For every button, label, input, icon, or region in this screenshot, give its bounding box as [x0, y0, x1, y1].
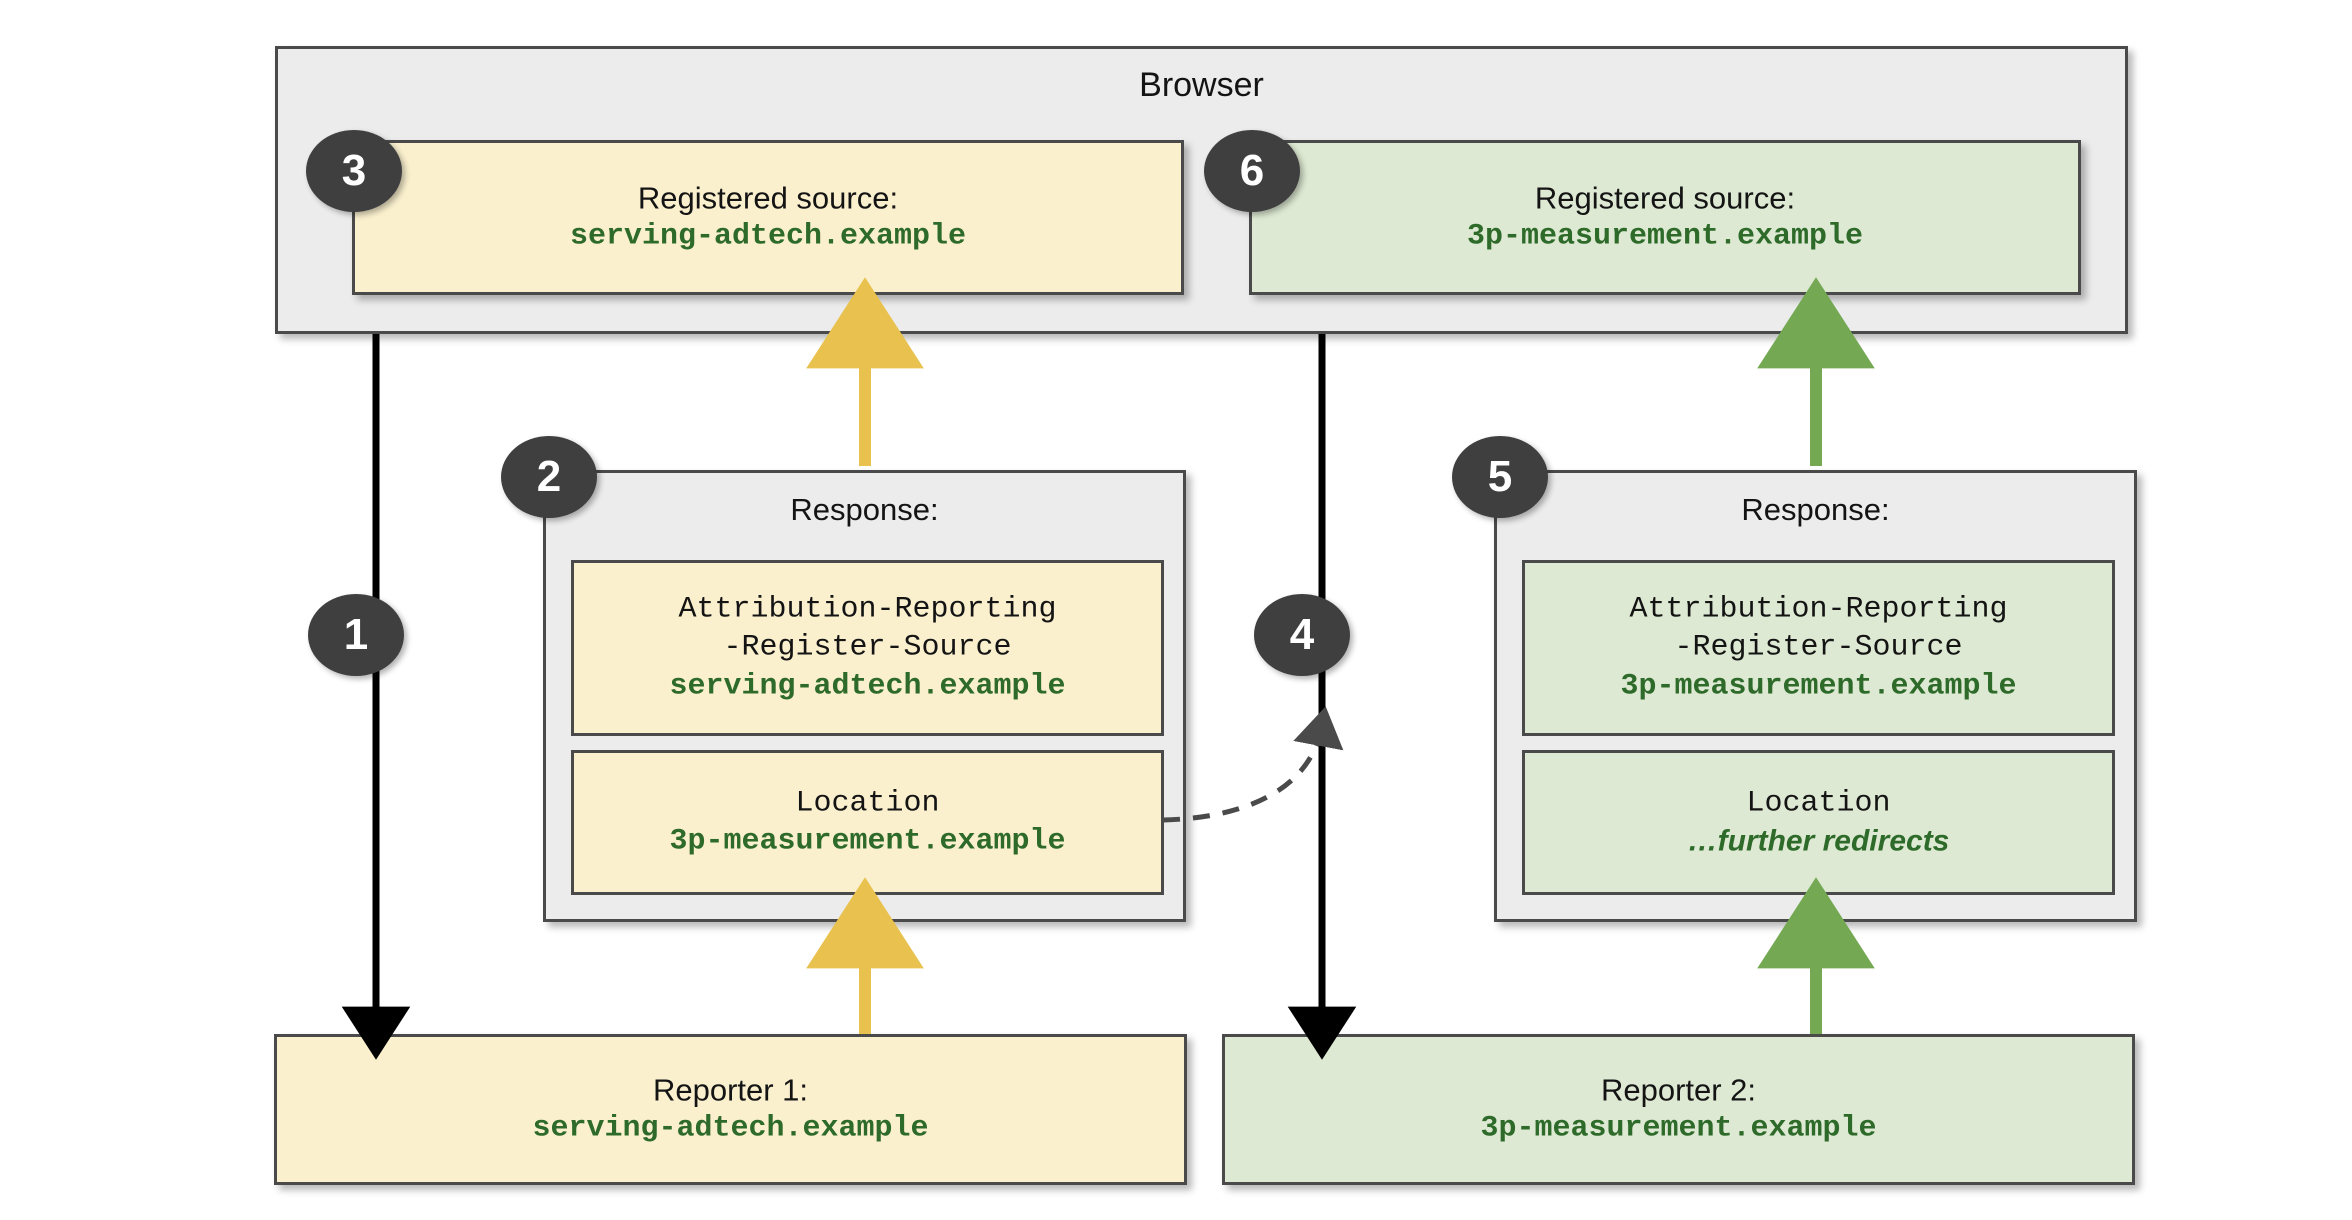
- response-1-location-value: 3p-measurement.example: [669, 824, 1066, 859]
- reporter-1-caption: Reporter 1:: [652, 1071, 809, 1107]
- reporter-2-text: Reporter 2: 3p-measurement.example: [1225, 1071, 2132, 1148]
- response-1-header-line1: Attribution-Reporting: [678, 592, 1057, 627]
- registered-source-box-1: Registered source: serving-adtech.exampl…: [352, 140, 1184, 295]
- registered-source-2-caption: Registered source:: [1534, 179, 1796, 215]
- reporter-box-2: Reporter 2: 3p-measurement.example: [1222, 1034, 2135, 1185]
- response-panel-1: Response: Attribution-Reporting -Registe…: [543, 470, 1186, 922]
- browser-label: Browser: [1139, 66, 1264, 104]
- response-2-location-item: Location …further redirects: [1522, 750, 2115, 895]
- response-2-header-line1: Attribution-Reporting: [1629, 592, 2008, 627]
- response-2-location-line1: Location: [1746, 786, 1891, 821]
- response-2-header-line2: -Register-Source: [1674, 630, 1963, 665]
- registered-source-2-text: Registered source: 3p-measurement.exampl…: [1252, 179, 2078, 256]
- response-2-header-item: Attribution-Reporting -Register-Source 3…: [1522, 560, 2115, 736]
- response-2-header-value: 3p-measurement.example: [1620, 669, 2017, 704]
- step-badge-5: 5: [1452, 436, 1548, 518]
- step-badge-2: 2: [501, 436, 597, 518]
- arrow-redirect-dashed: [1162, 706, 1344, 823]
- registered-source-1-domain: serving-adtech.example: [569, 219, 967, 254]
- response-1-location-line1: Location: [795, 786, 940, 821]
- step-badge-1: 1: [308, 594, 404, 676]
- reporter-box-1: Reporter 1: serving-adtech.example: [274, 1034, 1187, 1185]
- response-2-header-text: Attribution-Reporting -Register-Source 3…: [1525, 590, 2112, 705]
- response-1-location-item: Location 3p-measurement.example: [571, 750, 1164, 895]
- response-1-header-line2: -Register-Source: [723, 630, 1012, 665]
- reporter-1-domain: serving-adtech.example: [532, 1111, 929, 1146]
- response-2-title: Response:: [1741, 492, 1890, 527]
- response-1-header-text: Attribution-Reporting -Register-Source s…: [574, 590, 1161, 705]
- registered-source-2-domain: 3p-measurement.example: [1466, 219, 1864, 254]
- response-1-location-text: Location 3p-measurement.example: [574, 784, 1161, 861]
- registered-source-1-caption: Registered source:: [637, 179, 899, 215]
- response-1-header-item: Attribution-Reporting -Register-Source s…: [571, 560, 1164, 736]
- registered-source-box-2: Registered source: 3p-measurement.exampl…: [1249, 140, 2081, 295]
- reporter-1-text: Reporter 1: serving-adtech.example: [277, 1071, 1184, 1148]
- step-badge-6: 6: [1204, 130, 1300, 212]
- reporter-2-domain: 3p-measurement.example: [1480, 1111, 1877, 1146]
- response-1-title: Response:: [790, 492, 939, 527]
- reporter-2-caption: Reporter 2:: [1600, 1071, 1757, 1107]
- response-2-location-value: …further redirects: [1687, 824, 1950, 858]
- registered-source-1-text: Registered source: serving-adtech.exampl…: [355, 179, 1181, 256]
- step-badge-3: 3: [306, 130, 402, 212]
- step-badge-4: 4: [1254, 594, 1350, 676]
- response-panel-2: Response: Attribution-Reporting -Registe…: [1494, 470, 2137, 922]
- response-2-location-text: Location …further redirects: [1525, 784, 2112, 861]
- response-1-header-value: serving-adtech.example: [669, 669, 1066, 704]
